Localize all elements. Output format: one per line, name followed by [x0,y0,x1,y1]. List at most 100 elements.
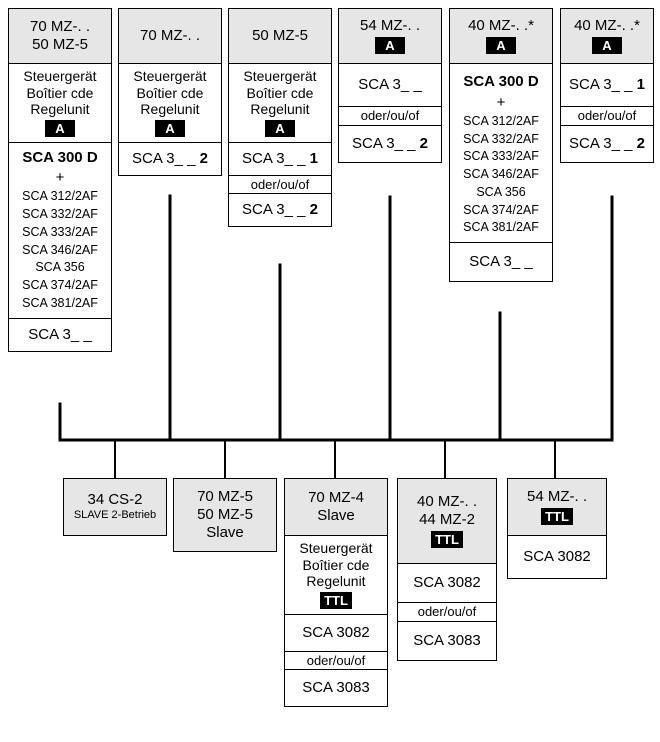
header-line: 40 MZ-. .* [574,17,640,34]
header-line: 50 MZ-5 [32,36,88,53]
tag-ttl: TTL [541,508,573,525]
list-title: SCA 300 D [22,148,98,166]
list-item: SCA 346/2AF [463,167,539,182]
list-item: SCA 374/2AF [22,278,98,293]
separator-or: oder/ou/of [560,106,654,126]
unit-header: 54 MZ-. . A [338,8,442,64]
adapter-option: SCA 3082 [507,535,607,579]
unit-header: 54 MZ-. . TTL [507,478,607,536]
list-plus: + [55,169,65,187]
control-unit: Steuergerät Boîtier cde Regelunit A [228,63,332,143]
adapter-option: SCA 3_ _ 1 [228,141,332,176]
sensor-list: SCA 300 D + SCA 312/2AF SCA 332/2AF SCA … [8,141,112,319]
adapter-prefix: SCA 3_ _ [132,149,200,167]
control-unit: Steuergerät Boîtier cde Regelunit A [8,63,112,143]
header-line: 54 MZ-. . [359,17,420,34]
list-title: SCA 300 D [463,73,539,90]
ctrl-line: Boîtier cde [246,84,314,101]
unit-70mz4-slave: 70 MZ-4 Slave Steuergerät Boîtier cde Re… [284,478,388,708]
tag-a: A [45,119,75,137]
list-item: SCA 381/2AF [463,220,539,235]
adapter-suffix: 2 [419,134,428,152]
adapter-prefix: SCA 3_ _ [569,134,637,152]
ctrl-line: Steuergerät [133,68,207,84]
list-item: SCA 332/2AF [463,131,539,146]
adapter-label: SCA 3_ _ 2 [132,150,208,168]
adapter-suffix: 1 [309,149,318,167]
adapter-cell: SCA 3_ _ 2 [118,141,222,176]
adapter-prefix: SCA 3_ _ [358,76,422,93]
header-line: 50 MZ-5 [197,506,253,523]
separator-or: oder/ou/of [228,174,332,195]
unit-header: 70 MZ-4 Slave [284,478,388,536]
adapter-option: SCA 3082 [284,613,388,652]
header-line: 70 MZ-5 [197,488,253,505]
adapter-option: SCA 3082 [397,563,497,603]
adapter-suffix: 2 [199,149,208,167]
adapter-prefix: SCA 3_ _ [352,134,420,152]
header-line: 70 MZ-4 [308,489,364,506]
adapter-option: SCA 3083 [284,669,388,708]
unit-header: 70 MZ-. . 50 MZ-5 [8,8,112,64]
adapter-prefix: SCA 3_ _ [469,253,533,271]
unit-40mz-star-2: 40 MZ-. .* A SCA 3_ _ 1 oder/ou/of SCA 3… [560,8,654,163]
list-item: SCA 381/2AF [22,295,98,310]
list-item: SCA 356 [35,260,85,275]
adapter-option: SCA 3_ _ [338,63,442,107]
adapter-label: SCA 3_ _ [28,326,91,344]
list-item: SCA 374/2AF [463,202,539,217]
unit-54mz-ttl: 54 MZ-. . TTL SCA 3082 [507,478,607,579]
ctrl-line: Boîtier cde [136,84,204,101]
unit-54mz: 54 MZ-. . A SCA 3_ _ oder/ou/of SCA 3_ _… [338,8,442,163]
control-unit: Steuergerät Boîtier cde Regelunit A [118,63,222,143]
adapter-option: SCA 3083 [397,620,497,661]
separator-or: oder/ou/of [397,602,497,622]
ctrl-line: Steuergerät [299,540,373,556]
tag-a: A [592,37,622,54]
ctrl-line: Steuergerät [23,68,97,84]
tag-ttl: TTL [320,591,352,609]
list-item: SCA 332/2AF [22,207,98,222]
list-item: SCA 346/2AF [22,242,98,257]
unit-header: 34 CS-2 SLAVE 2-Betrieb [63,478,167,536]
adapter-prefix: SCA 3_ _ [28,325,92,343]
adapter-suffix: 2 [636,134,645,152]
tag-a: A [265,119,295,137]
unit-40mz-44mz2: 40 MZ-. . 44 MZ-2 TTL SCA 3082 oder/ou/o… [397,478,497,661]
header-line: 50 MZ-5 [252,27,308,44]
header-line: 40 MZ-. .* [468,17,534,34]
unit-70mz: 70 MZ-. . Steuergerät Boîtier cde Regelu… [118,8,222,176]
tag-a: A [155,119,185,137]
adapter-option: SCA 3_ _ 1 [560,63,654,107]
header-line: 44 MZ-2 [419,511,475,528]
adapter-suffix: 1 [636,76,645,93]
unit-34cs2: 34 CS-2 SLAVE 2-Betrieb [63,478,167,536]
unit-header: 70 MZ-. . [118,8,222,64]
list-item: SCA 312/2AF [22,189,98,204]
ctrl-line: Regelunit [306,573,366,590]
ctrl-line: Regelunit [140,101,200,118]
unit-40mz-star: 40 MZ-. .* A SCA 300 D + SCA 312/2AF SCA… [449,8,553,283]
header-line: 34 CS-2 [87,491,143,509]
unit-header: 40 MZ-. .* A [449,8,553,64]
separator-or: oder/ou/of [284,650,388,671]
ctrl-line: Regelunit [30,101,90,118]
separator-or: oder/ou/of [338,106,442,126]
adapter-option: SCA 3_ _ 2 [560,124,654,163]
adapter-option: SCA 3_ _ 2 [338,124,442,163]
unit-header: 70 MZ-5 50 MZ-5 Slave [173,478,277,552]
tag-a: A [375,37,405,54]
list-item: SCA 312/2AF [463,113,539,128]
header-line: 70 MZ-. . [29,18,90,35]
header-line: Slave [317,507,355,524]
adapter-prefix: SCA 3_ _ [242,149,310,167]
tag-ttl: TTL [431,531,463,548]
list-item: SCA 333/2AF [463,149,539,164]
ctrl-line: Boîtier cde [302,556,370,573]
adapter-cell: SCA 3_ _ [8,317,112,352]
adapter-suffix: 2 [309,201,318,219]
unit-70mz5-slave: 70 MZ-5 50 MZ-5 Slave [173,478,277,552]
ctrl-line: Steuergerät [243,68,317,84]
adapter-option: SCA 3_ _ 2 [228,193,332,228]
header-line: 70 MZ-. . [139,27,200,44]
